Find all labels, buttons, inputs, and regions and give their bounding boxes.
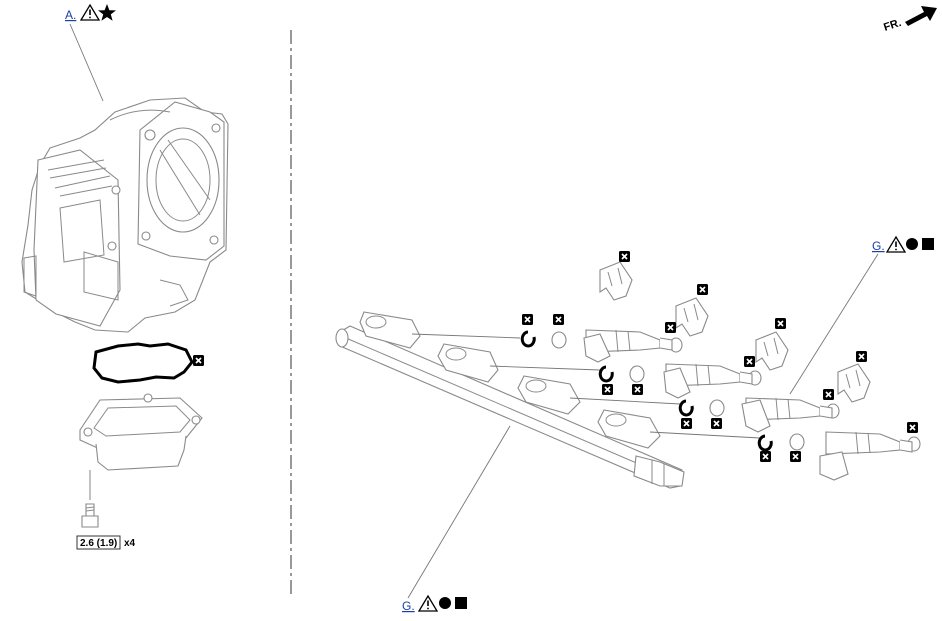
replace-part-x-icon <box>711 418 722 429</box>
callout-link-g-bottom[interactable]: G. <box>402 599 415 613</box>
injector-alignment-lines <box>411 333 761 439</box>
torque-spec-box <box>76 535 121 550</box>
fuel-injector-1 <box>583 329 673 363</box>
callout-injector-bottom[interactable]: G. <box>402 594 467 613</box>
warning-triangle-icon <box>885 235 907 253</box>
callout-injector-right[interactable]: G. <box>872 235 934 253</box>
replace-part-x-icon <box>856 351 867 362</box>
throttle-body-gasket <box>92 342 194 384</box>
replace-part-x-icon <box>760 451 771 462</box>
leader-throttle-body <box>69 23 104 102</box>
replace-part-x-icon <box>907 422 918 433</box>
filled-circle-icon <box>439 597 451 609</box>
torque-quantity: x4 <box>124 538 136 549</box>
throttle-body <box>21 97 229 333</box>
replace-part-x-icon <box>697 284 708 295</box>
front-label: FR. <box>882 17 903 34</box>
throttle-body-spacer <box>79 393 203 471</box>
torque-spec: 2.6 (1.9) x4 <box>76 535 136 550</box>
injector-clips <box>599 261 871 403</box>
o-rings <box>520 330 773 452</box>
filled-square-icon <box>922 238 934 250</box>
fuel-injector-2 <box>663 363 753 399</box>
replace-part-x-icon <box>193 355 204 366</box>
mounting-bolt <box>81 503 99 528</box>
replace-part-x-icon <box>522 314 533 325</box>
star-icon <box>98 4 116 21</box>
o-ring-3 <box>678 399 694 417</box>
replace-part-x-icon <box>790 451 801 462</box>
callout-throttle-body[interactable]: A. <box>65 3 116 22</box>
replace-part-x-icon <box>602 384 613 395</box>
replace-part-x-icon <box>823 389 834 400</box>
fuel-rail <box>335 311 685 489</box>
fuel-injector-4 <box>819 431 913 481</box>
o-ring-2 <box>598 365 614 383</box>
replace-part-x-icon <box>553 314 564 325</box>
front-arrow-icon <box>905 6 937 26</box>
fuel-injector-3 <box>741 397 833 433</box>
callout-link-g-right[interactable]: G. <box>872 239 885 253</box>
warning-triangle-icon <box>79 3 101 21</box>
replace-part-x-icon <box>665 322 676 333</box>
leader-injector-bottom <box>407 425 511 599</box>
o-ring-1 <box>520 330 536 348</box>
replace-part-x-icon <box>632 384 643 395</box>
callout-link-a[interactable]: A. <box>65 8 76 22</box>
replace-part-x-icon <box>681 418 692 429</box>
replace-part-x-icon <box>744 356 755 367</box>
leader-injector-right <box>789 253 879 395</box>
replace-part-markers <box>522 251 918 462</box>
filled-square-icon <box>455 597 467 609</box>
torque-value: 2.6 (1.9) <box>80 538 117 549</box>
filled-circle-icon <box>906 238 918 250</box>
fuel-injectors <box>583 329 913 481</box>
o-ring-4 <box>757 434 773 452</box>
replace-part-x-icon <box>619 251 630 262</box>
warning-triangle-icon <box>417 594 439 612</box>
front-direction-indicator: FR. <box>882 6 937 34</box>
replace-part-x-icon <box>775 318 786 329</box>
